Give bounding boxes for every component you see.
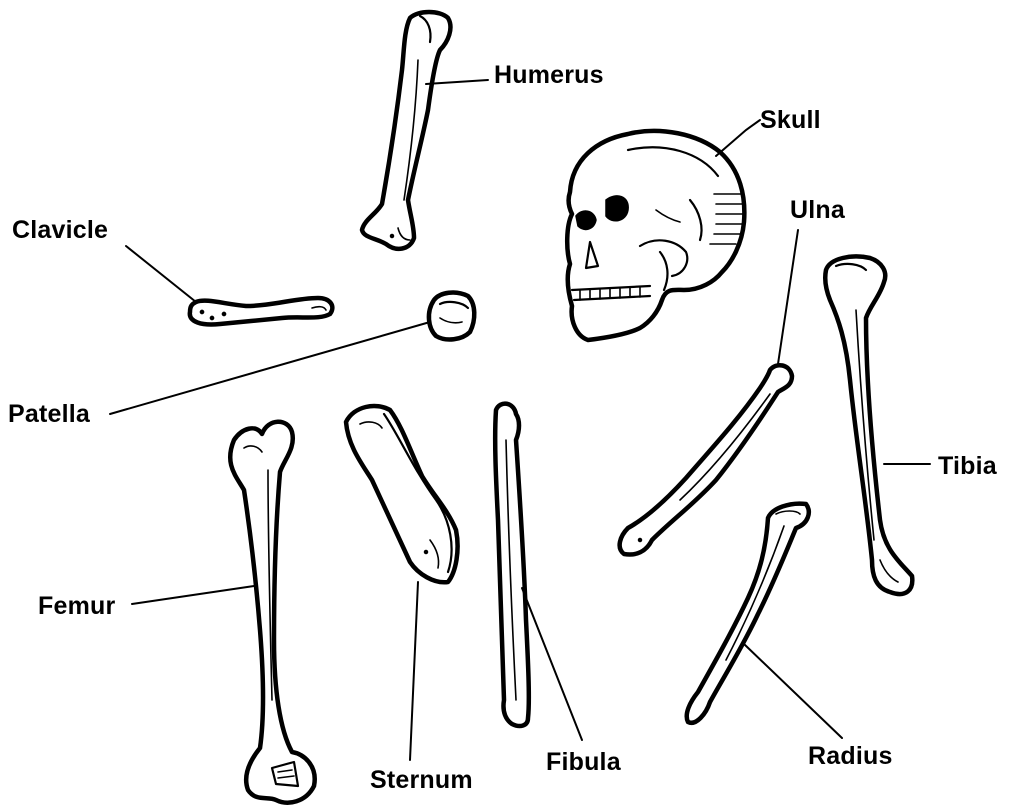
ulna-leader [778, 230, 798, 364]
humerus-label: Humerus [494, 61, 604, 89]
femur-bone [230, 422, 314, 803]
humerus-leader [426, 80, 488, 84]
patella-leader [110, 322, 430, 414]
fibula-leader [522, 588, 582, 740]
clavicle-leader [126, 246, 196, 302]
tibia-bone [825, 257, 912, 595]
sternum-label: Sternum [370, 766, 473, 794]
sternum-leader [410, 582, 418, 760]
ulna-label: Ulna [790, 196, 845, 224]
skull-label: Skull [760, 106, 821, 134]
patella-bone [429, 293, 474, 340]
skull-leader [716, 120, 760, 156]
skull-bone [567, 131, 744, 340]
clavicle-label: Clavicle [12, 216, 108, 244]
femur-leader [132, 586, 254, 604]
femur-label: Femur [38, 592, 115, 620]
fibula-label: Fibula [546, 748, 621, 776]
fibula-bone [495, 404, 529, 726]
sternum-bone [346, 406, 458, 582]
humerus-bone [362, 12, 450, 249]
tibia-label: Tibia [938, 452, 997, 480]
patella-label: Patella [8, 400, 90, 428]
radius-leader [744, 644, 842, 738]
clavicle-bone [190, 298, 333, 325]
radius-label: Radius [808, 742, 893, 770]
